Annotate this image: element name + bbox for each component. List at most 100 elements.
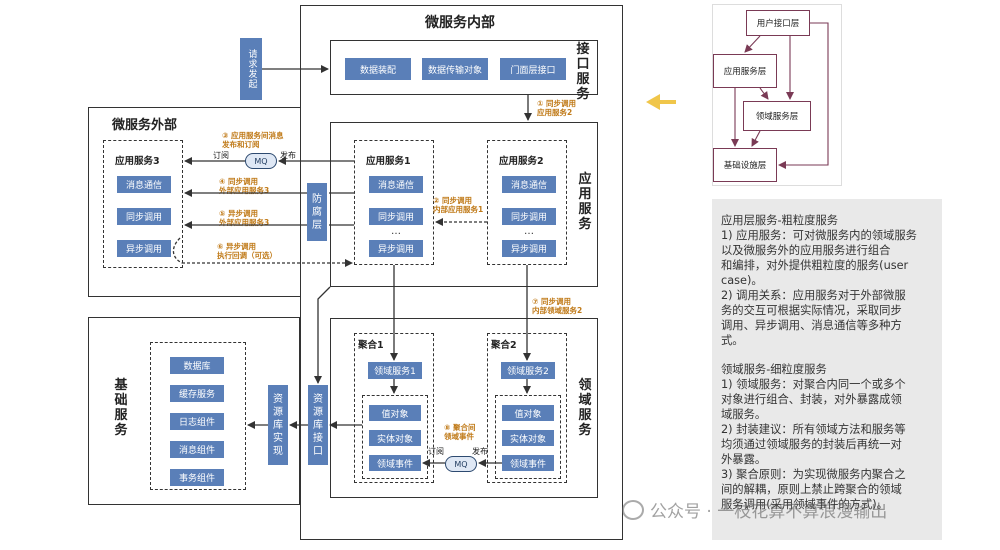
- aggregate-1-entity: 实体对象: [369, 430, 421, 446]
- panel-line: 3) 聚合原则：为实现微服务内聚合之: [721, 468, 906, 481]
- infra-messaging: 消息组件: [170, 441, 224, 458]
- aggregate-2-entity: 实体对象: [502, 430, 554, 446]
- note-1: ① 同步调用应用服务2: [537, 99, 576, 117]
- interface-item-dto: 数据传输对象: [422, 58, 488, 80]
- inner-title: 微服务内部: [425, 15, 495, 31]
- app-service-1-dots: …: [391, 226, 401, 237]
- panel-line: 2) 调用关系：应用服务对于外部微服: [721, 289, 906, 302]
- panel-line: 均须通过领域服务的封装后再统一对: [721, 438, 902, 451]
- aggregate-1-domain-event: 领域事件: [369, 455, 421, 471]
- panel-line: 间的解耦，原则上禁止跨聚合的领域: [721, 483, 902, 496]
- arrow-app-to-repo-iface: [314, 286, 331, 384]
- interface-layer-label: 接口服务: [576, 42, 590, 102]
- app-service-3-title: 应用服务3: [115, 156, 160, 167]
- arrow-callback: [172, 237, 183, 264]
- wechat-icon: [622, 499, 644, 520]
- app-service-3: [103, 140, 183, 268]
- interface-item-facade: 门面层接口: [500, 58, 566, 80]
- panel-line: 对象进行组合、封装，对外暴露成领: [721, 393, 902, 406]
- panel-line: 以及微服务外的应用服务进行组合: [721, 244, 891, 257]
- application-layer: [330, 122, 598, 287]
- panel-line: 外暴露。: [721, 453, 767, 466]
- app-service-1-async: 异步调用: [369, 240, 423, 257]
- panel-line: 领域服务-细粒度服务: [721, 363, 827, 376]
- aggregate-2-objects: [495, 395, 561, 479]
- panel-line: 1) 领域服务：对聚合内同一个或多个: [721, 378, 906, 391]
- infra-database: 数据库: [170, 357, 224, 374]
- app-service-3-async: 异步调用: [117, 240, 171, 257]
- domain-mq-subscribe: 订阅: [428, 447, 444, 456]
- outer-mq-publish: 发布: [280, 151, 296, 160]
- outer-microservice-frame: [88, 107, 301, 297]
- aggregate-2-value-object: 值对象: [502, 405, 554, 421]
- repository-interface: 资源库接口: [308, 385, 328, 465]
- mini-arrow-ui-to-app: [744, 35, 761, 53]
- layer-user-interface: 用户接口层: [746, 10, 810, 36]
- app-service-2-dots: …: [524, 226, 534, 237]
- repository-implementation: 资源库实现: [268, 385, 288, 465]
- panel-line: 1) 应用服务：可对微服务内的领域服务: [721, 229, 917, 242]
- domain-mq-publish: 发布: [472, 447, 488, 456]
- note-4: ④ 同步调用外部应用服务3: [219, 177, 270, 195]
- panel-line: 服务调用(采用领域事件的方式)。: [721, 498, 888, 511]
- request-box: 请求发起: [240, 38, 262, 100]
- domain-mq: MQ: [445, 456, 477, 472]
- note-5: ⑤ 异步调用外部应用服务3: [219, 209, 270, 227]
- layer-domain: 领域服务层: [743, 101, 811, 131]
- mini-arrow-ui-to-infra: [778, 22, 829, 169]
- panel-line: 域服务。: [721, 408, 767, 421]
- infra-transaction: 事务组件: [170, 469, 224, 486]
- note-6: ⑥ 异步调用执行回调（可选）: [217, 242, 277, 260]
- infra-cache: 缓存服务: [170, 385, 224, 402]
- application-layer-label: 应用服务: [578, 172, 592, 232]
- outer-mq-subscribe: 订阅: [213, 151, 229, 160]
- request-box-label: 请求发起: [246, 49, 257, 89]
- layer-application: 应用服务层: [713, 54, 777, 88]
- panel-line: 应用层服务-粗粒度服务: [721, 214, 839, 227]
- panel-line: 和编排，对外提供粗粒度的服务(user: [721, 259, 909, 272]
- panel-line: case)。: [721, 274, 763, 287]
- domain-service-2: 领域服务2: [501, 362, 555, 379]
- note-7: ⑦ 同步调用内部领域服务2: [532, 297, 583, 315]
- outer-title: 微服务外部: [112, 118, 178, 133]
- infra-logging: 日志组件: [170, 413, 224, 430]
- explanation-panel: 应用层服务-粗粒度服务 1) 应用服务：可对微服务内的领域服务 以及微服务外的应…: [712, 199, 942, 540]
- app-service-1-sync: 同步调用: [369, 208, 423, 225]
- layer-infrastructure: 基础设施层: [713, 148, 777, 182]
- panel-line: 2) 封装建议：所有领域方法和服务等: [721, 423, 906, 436]
- aggregate-2-domain-event: 领域事件: [502, 455, 554, 471]
- app-service-2-messaging: 消息通信: [502, 176, 556, 193]
- infrastructure-components: [150, 342, 246, 490]
- outer-mq: MQ: [245, 153, 277, 169]
- mini-arrow-app-to-domain: [759, 87, 769, 100]
- app-service-1-title: 应用服务1: [366, 156, 411, 167]
- watermark: 公众号 · 一枝花算不算浪漫输出: [622, 497, 887, 522]
- note-2: ② 同步调用内部应用服务1: [433, 196, 484, 214]
- app-service-2-sync: 同步调用: [502, 208, 556, 225]
- app-service-2-title: 应用服务2: [499, 156, 544, 167]
- note-8: ⑧ 聚合间领域事件: [444, 423, 476, 441]
- aggregate-1-objects: [362, 395, 428, 479]
- infrastructure-label: 基础服务: [114, 378, 128, 438]
- app-service-3-sync: 同步调用: [117, 208, 171, 225]
- aggregate-1-value-object: 值对象: [369, 405, 421, 421]
- aggregate-1-title: 聚合1: [358, 340, 384, 351]
- pointer-arrow-icon: [646, 94, 676, 110]
- aggregate-2-title: 聚合2: [491, 340, 517, 351]
- domain-layer-label: 领域服务: [578, 378, 592, 438]
- watermark-text: 公众号 · 一枝花算不算浪漫输出: [650, 502, 888, 522]
- note-3: ③ 应用服务间消息发布和订阅: [222, 131, 284, 149]
- panel-line: 式。: [721, 334, 744, 347]
- app-service-1: [354, 140, 434, 265]
- app-service-3-messaging: 消息通信: [117, 176, 171, 193]
- app-service-2: [487, 140, 567, 265]
- app-service-1-messaging: 消息通信: [369, 176, 423, 193]
- app-service-2-async: 异步调用: [502, 240, 556, 257]
- interface-item-data-assembly: 数据装配: [345, 58, 411, 80]
- anti-corruption-layer: 防腐层: [307, 183, 327, 241]
- panel-line: 调用、异步调用、消息通信等多种方: [721, 319, 902, 332]
- mini-arrow-domain-to-infra: [751, 130, 761, 147]
- panel-line: 务的交互可根据实际情况，采取同步: [721, 304, 902, 317]
- domain-service-1: 领域服务1: [368, 362, 422, 379]
